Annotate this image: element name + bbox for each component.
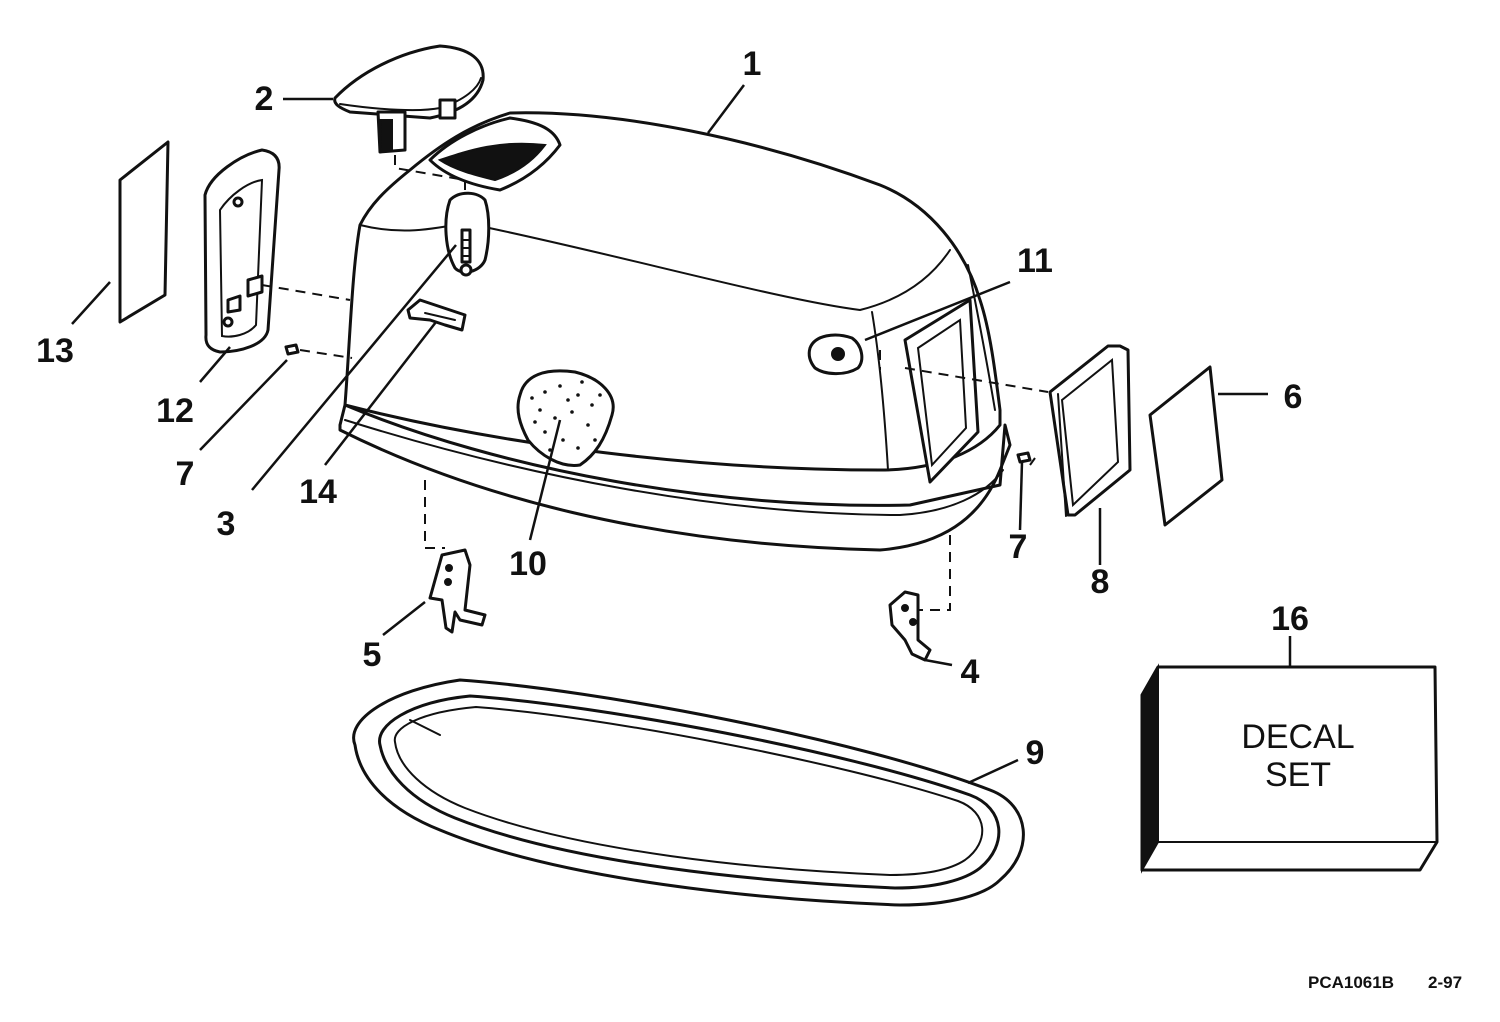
callout-8: 8: [1091, 563, 1110, 601]
side-frame-part-12: [203, 148, 281, 354]
callout-1: 1: [743, 45, 762, 83]
date-code: 2-97: [1428, 973, 1462, 992]
bracket-part-4: [888, 590, 932, 662]
callout-11: 11: [1017, 242, 1053, 280]
leader-lines: [71, 84, 1292, 785]
callout-numbers: 1 2 3 4 5 6 7 7 8 9 10 11 12 13 14 16: [36, 45, 1309, 772]
bracket-part-5: [428, 548, 487, 634]
screw-part-7-right: [1016, 451, 1032, 464]
callout-12: 12: [156, 392, 194, 430]
callout-10: 10: [509, 545, 547, 583]
foam-pad-part-10: [516, 369, 615, 467]
callout-14: 14: [299, 473, 337, 511]
callout-5: 5: [363, 636, 382, 674]
side-frame-part-8: [1048, 344, 1132, 517]
decal-set-box-part-16: DECAL SET: [1140, 663, 1439, 874]
grommet-part-11: [807, 333, 864, 376]
side-panel-part-13: [118, 140, 170, 324]
decal-box-line-2: SET: [1265, 756, 1331, 794]
clip-part-14: [406, 298, 467, 332]
callout-13: 13: [36, 332, 74, 370]
callout-7-right: 7: [1009, 528, 1028, 566]
callout-6: 6: [1284, 378, 1303, 416]
screw-part-7-left: [284, 343, 300, 356]
callout-7-left: 7: [176, 455, 195, 493]
callout-4: 4: [961, 653, 980, 691]
engine-cover-part-1: [338, 111, 1012, 552]
figure-footer: PCA1061B 2-97: [1308, 973, 1462, 992]
figure-code: PCA1061B: [1308, 973, 1394, 992]
screw-part-3: [444, 191, 491, 277]
decal-box-line-1: DECAL: [1241, 718, 1354, 756]
callout-16: 16: [1271, 600, 1309, 638]
side-panel-part-6: [1148, 365, 1224, 527]
gasket-ring-part-9: [352, 678, 1025, 907]
assembly-dashed-lines: [261, 284, 1049, 611]
callout-3: 3: [217, 505, 236, 543]
callout-9: 9: [1026, 734, 1045, 772]
handle-cap-part-2: [333, 44, 485, 190]
callout-2: 2: [255, 80, 274, 118]
